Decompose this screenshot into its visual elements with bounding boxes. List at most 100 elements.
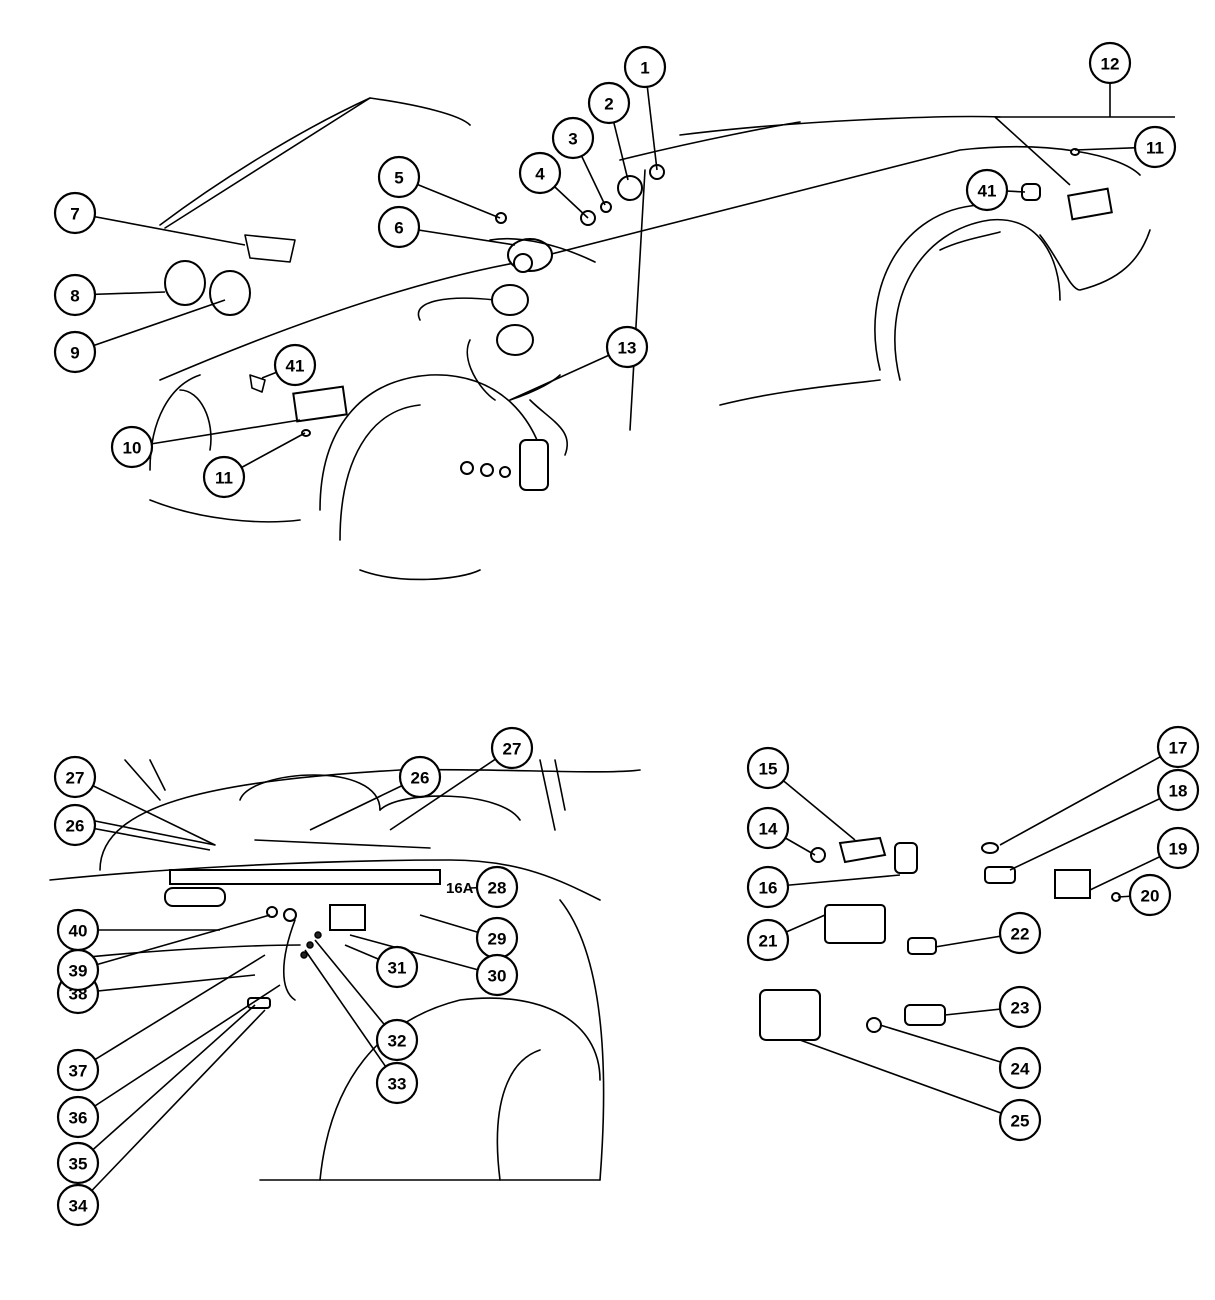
callout-14: 14 (746, 806, 816, 856)
callout-1: 1 (623, 45, 667, 171)
callout-bubble (398, 755, 442, 799)
callout-bubble (1133, 125, 1177, 169)
leader-line (314, 939, 398, 1041)
callout-28: 28 (469, 865, 519, 909)
callout-bubble (202, 455, 246, 499)
callout-number: 2 (604, 95, 613, 114)
callout-8: 8 (53, 273, 166, 317)
leader-line (74, 776, 216, 846)
callout-4: 4 (518, 151, 589, 219)
callout-number: 40 (69, 922, 88, 941)
callout-bubble (1088, 41, 1132, 85)
leader-line (999, 746, 1179, 846)
callout-11: 11 (1074, 125, 1177, 169)
callout-bubble (110, 425, 154, 469)
callout-number: 12 (1101, 55, 1120, 74)
callout-bubble (551, 116, 595, 160)
callout-27: 27 (389, 726, 534, 831)
callout-bubble (746, 865, 790, 909)
callout-25: 25 (799, 1039, 1042, 1142)
callout-number: 28 (488, 879, 507, 898)
leader-line (349, 934, 498, 976)
callout-bubble (53, 191, 97, 235)
callout-number: 34 (69, 1197, 88, 1216)
callout-number: 16 (759, 879, 778, 898)
callout-bubble (998, 1098, 1042, 1142)
leader-line (389, 747, 513, 831)
callout-number: 13 (618, 339, 637, 358)
callout-12: 12 (1088, 41, 1132, 117)
callout-number: 31 (388, 959, 407, 978)
callout-number: 23 (1011, 999, 1030, 1018)
lamp-assemblies (249, 148, 1113, 437)
callout-number: 11 (215, 469, 233, 488)
callout-bubble (1156, 768, 1200, 812)
callout-number: 29 (488, 930, 507, 949)
leader-line (74, 212, 246, 246)
callout-bubble (746, 746, 790, 790)
wiper-parts (89, 819, 441, 1009)
callout-number: 1 (640, 59, 649, 78)
callout-3: 3 (551, 116, 606, 206)
callout-22: 22 (934, 911, 1042, 955)
callout-15: 15 (746, 746, 856, 841)
callout-18: 18 (1009, 768, 1200, 871)
callout-number: 27 (66, 769, 85, 788)
callout-number: 30 (488, 967, 507, 986)
callout-number: 15 (759, 760, 778, 779)
callout-6: 6 (377, 205, 516, 249)
leader-line (1009, 789, 1179, 871)
callout-11: 11 (202, 432, 306, 499)
callout-bubble (1128, 873, 1172, 917)
bracket-leader-12 (994, 116, 1175, 186)
callout-bubble (53, 803, 97, 847)
callout-number: 7 (70, 205, 79, 224)
callout-number: 32 (388, 1032, 407, 1051)
callout-bubble (998, 985, 1042, 1029)
callout-27: 27 (53, 755, 216, 846)
callout-number: 17 (1169, 739, 1188, 758)
leader-line (74, 299, 226, 353)
callout-bubble (377, 155, 421, 199)
callout-number: 36 (69, 1109, 88, 1128)
callout-bubble (56, 908, 100, 952)
callout-41: 41 (261, 343, 317, 387)
callout-number: 4 (535, 165, 545, 184)
callout-26: 26 (309, 755, 442, 831)
callout-17: 17 (999, 725, 1200, 846)
callout-31: 31 (344, 944, 419, 989)
leader-line (304, 949, 398, 1084)
leader-line (77, 1009, 266, 1206)
callout-33: 33 (304, 949, 419, 1105)
leader-line (131, 419, 301, 448)
callout-29: 29 (419, 914, 519, 960)
callout-34: 34 (56, 1009, 266, 1227)
callout-bubble (377, 205, 421, 249)
leader-line (77, 914, 271, 971)
callout-bubble (56, 1141, 100, 1185)
callout-bubble (587, 81, 631, 125)
callout-41: 41 (965, 168, 1026, 212)
callout-number: 21 (759, 932, 778, 951)
leader-line (879, 1024, 1021, 1069)
callout-number: 9 (70, 344, 79, 363)
callout-bubble (1156, 725, 1200, 769)
callout-9: 9 (53, 299, 226, 374)
callout-bubble (375, 945, 419, 989)
callout-bubble (53, 330, 97, 374)
callout-number: 41 (978, 182, 997, 201)
callout-24: 24 (879, 1024, 1042, 1090)
callout-number: 3 (568, 130, 577, 149)
callout-number: 11 (1146, 139, 1164, 158)
callout-bubble (56, 1183, 100, 1227)
callout-bubble (1156, 826, 1200, 870)
callout-number: 5 (394, 169, 403, 188)
callout-13: 13 (509, 325, 649, 401)
callout-bubble (475, 865, 519, 909)
callout-number: 33 (388, 1075, 407, 1094)
callout-10: 10 (110, 419, 301, 469)
leader-line (77, 954, 266, 1071)
callout-bubble (746, 806, 790, 850)
callout-bubble (623, 45, 667, 89)
